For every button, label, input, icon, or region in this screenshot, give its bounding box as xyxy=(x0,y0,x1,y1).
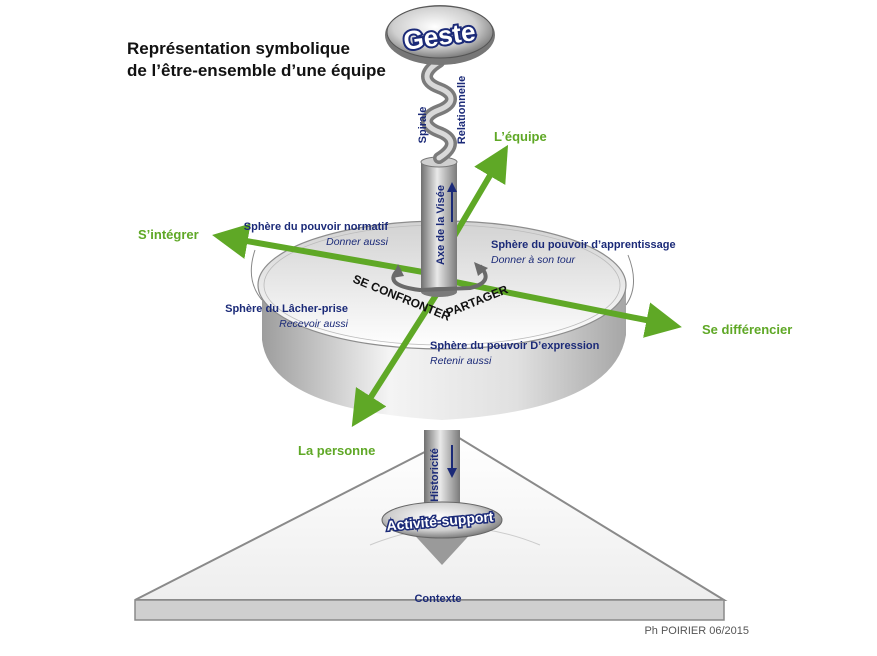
title-line1: Représentation symbolique xyxy=(127,39,350,58)
sphere-normatif-title: Sphère du pouvoir normatif xyxy=(244,221,389,233)
axis-personne-label: La personne xyxy=(298,443,375,458)
sphere-lacher-sub: Recevoir aussi xyxy=(279,318,349,330)
axis-equipe-label: L’équipe xyxy=(494,129,547,144)
axis-differencier-label: Se différencier xyxy=(702,322,792,337)
credit-label: Ph POIRIER 06/2015 xyxy=(644,625,749,637)
axis-vise-label: Axe de la Visée xyxy=(435,185,447,265)
down-arrow-icon xyxy=(447,445,457,478)
sphere-apprentissage-title: Sphère du pouvoir d’apprentissage xyxy=(491,239,676,251)
sphere-expression-title: Sphère du pouvoir D’expression xyxy=(430,340,600,352)
historicite-label: Historicité xyxy=(429,448,441,502)
page-title: Représentation symbolique de l’être-ense… xyxy=(127,38,386,82)
sphere-normatif-sub: Donner aussi xyxy=(326,236,389,248)
spiral-right-label: Relationnelle xyxy=(456,76,468,144)
contexte-label: Contexte xyxy=(414,593,461,605)
lower-pillar xyxy=(381,430,503,565)
sphere-lacher-title: Sphère du Lâcher-prise xyxy=(225,303,348,315)
title-line2: de l’être-ensemble d’une équipe xyxy=(127,61,386,80)
geste-disc: Geste xyxy=(385,5,495,65)
sphere-expression-sub: Retenir aussi xyxy=(430,355,492,367)
axis-integrer-label: S’intégrer xyxy=(138,227,199,242)
sphere-apprentissage-sub: Donner à son tour xyxy=(491,254,576,266)
upper-pillar xyxy=(420,156,458,297)
up-arrow-icon xyxy=(447,182,457,222)
spiral-left-label: Spirale xyxy=(417,107,429,144)
